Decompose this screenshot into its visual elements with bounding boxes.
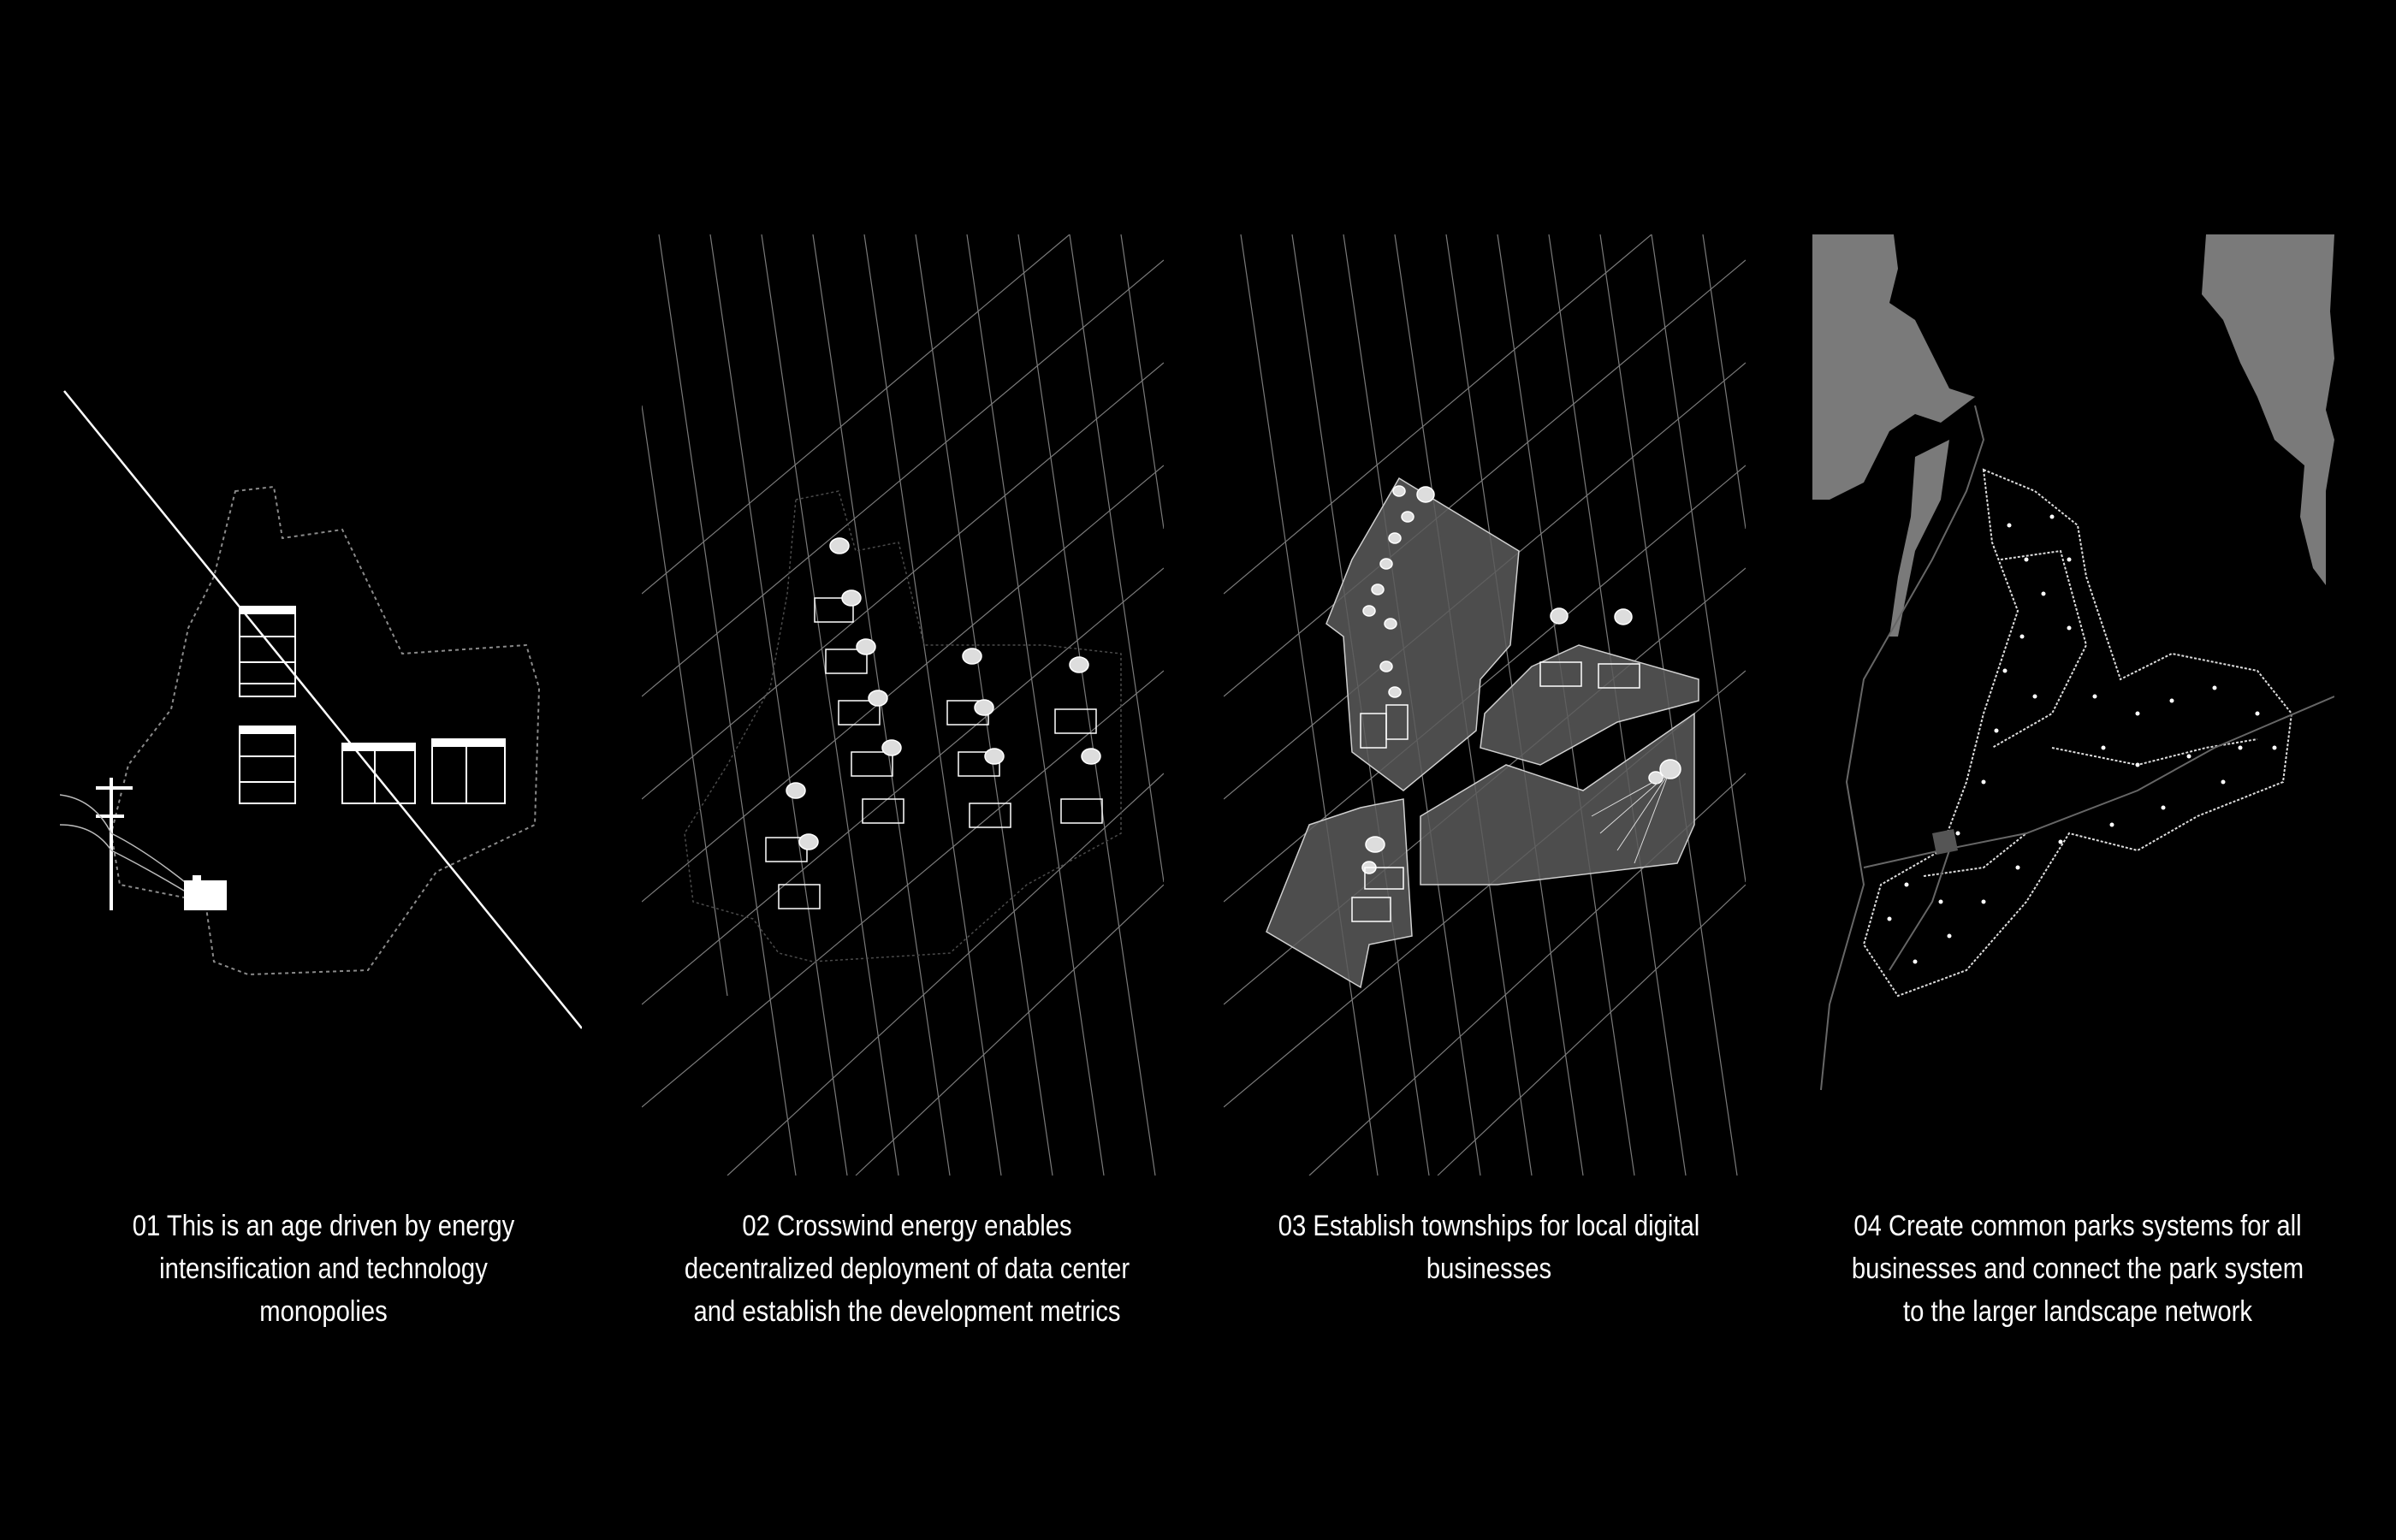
diagonal-transmission-line (63, 390, 582, 1029)
wind-flow-lines (1591, 773, 1669, 864)
diagram-panel-4 (1812, 234, 2334, 1176)
township-zone-east (1480, 644, 1699, 766)
turbine-unit (814, 537, 854, 623)
small-building-icon (184, 875, 227, 910)
turbine-unit (825, 589, 868, 674)
park-vegetation-dots (1887, 514, 2277, 964)
data-center-block (239, 606, 506, 804)
roads (1820, 405, 2334, 1091)
panel-2-caption: 02 Crosswind energy enables decentralize… (684, 1210, 1130, 1328)
water-bodies (1812, 234, 2334, 637)
diagram-panel-3 (1224, 234, 1746, 1176)
township-zone-south-west (1266, 798, 1413, 989)
turbine-unit (765, 782, 808, 862)
crosswind-grid-diagram (642, 234, 1164, 1176)
panel-4-caption: 04 Create common parks systems for all b… (1851, 1210, 2304, 1328)
turbine-unit (958, 699, 1000, 777)
turbine-units (1361, 485, 1681, 874)
turbine-unit (1060, 748, 1103, 824)
turbine-units (765, 537, 1103, 909)
turbine-unit (838, 638, 881, 726)
turbine-unit (862, 739, 904, 824)
site-boundary (110, 485, 541, 976)
site-boundary (684, 490, 1122, 962)
park-system-map (1812, 234, 2334, 1091)
diagram-panel-1 (60, 234, 582, 1176)
turbine-unit (969, 748, 1011, 828)
water-body-east (2202, 234, 2334, 585)
townships-diagram (1224, 234, 1746, 1176)
panel-1-caption: 01 This is an age driven by energy inten… (132, 1210, 515, 1328)
park-network (1862, 468, 2293, 998)
panel-3-caption: 03 Establish townships for local digital… (1278, 1210, 1700, 1285)
wetland-patch (1932, 829, 1958, 855)
development-grid (642, 234, 1164, 1176)
data-center-units (1351, 661, 1640, 922)
power-pole-icon (60, 778, 189, 910)
township-zone-north (1326, 477, 1520, 791)
township-zone-south-east (1420, 712, 1695, 886)
township-zones (1266, 477, 1699, 989)
water-body-west (1812, 234, 1975, 500)
turbine-unit (1054, 656, 1097, 734)
energy-site-diagram (60, 390, 582, 1029)
turbine-unit (851, 690, 893, 777)
turbine-unit (778, 833, 821, 909)
water-body-inlet (1889, 440, 1949, 637)
diagram-panel-2 (642, 234, 1164, 1176)
